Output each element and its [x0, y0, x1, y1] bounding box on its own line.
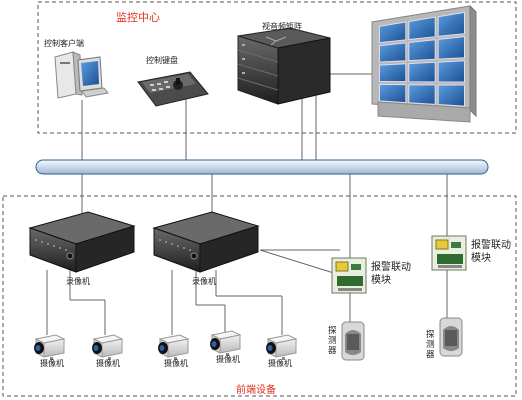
detector-2-icon — [439, 317, 463, 357]
video-wall-screen — [379, 84, 407, 104]
detector-1-label: 探测器 — [328, 326, 337, 356]
frontend-border — [2, 195, 517, 397]
camera-4-icon — [210, 330, 242, 356]
camera-3-icon — [158, 334, 190, 360]
video-wall-screen — [379, 42, 407, 63]
recorder-1-icon — [28, 211, 136, 273]
alarm-module-1-label: 报警联动模块 — [371, 262, 411, 286]
av-matrix-icon — [237, 27, 331, 105]
network-bus — [35, 159, 489, 175]
alarm-module-2-icon — [431, 235, 467, 271]
camera-label-4: 摄像机 — [216, 355, 240, 364]
control-client-pc-icon — [54, 51, 109, 99]
video-wall-screen — [437, 60, 465, 83]
video-wall-screen — [379, 63, 407, 83]
video-wall-screen — [379, 21, 407, 44]
monitoring-center-border — [37, 1, 517, 134]
av-matrix-label: 视音频矩阵 — [262, 22, 302, 31]
video-wall-screen — [408, 61, 436, 83]
alarm-module-1-icon — [331, 257, 367, 294]
video-wall-screen — [437, 11, 465, 37]
recorder-1-label: 录像机 — [66, 277, 90, 286]
video-wall-screen — [408, 16, 436, 41]
video-wall-screen — [408, 39, 436, 62]
video-wall-screen — [437, 36, 465, 60]
camera-5-icon — [266, 334, 298, 360]
camera-2-icon — [92, 334, 124, 360]
detector-2-label: 探测器 — [426, 330, 435, 360]
camera-label-3: 摄像机 — [164, 359, 188, 368]
camera-label-5: 摄像机 — [268, 359, 292, 368]
video-wall-screen — [437, 84, 465, 107]
detector-1-icon — [341, 321, 365, 361]
connection-lines — [46, 73, 448, 335]
video-wall-icon — [370, 4, 478, 123]
control-client-label: 控制客户端 — [44, 39, 84, 48]
alarm-module-2-label: 报警联动模块 — [471, 240, 511, 264]
camera-label-1: 摄像机 — [40, 359, 64, 368]
camera-1-icon — [34, 334, 66, 360]
recorder-2-label: 录像机 — [192, 277, 216, 286]
control-keyboard-label: 控制键盘 — [146, 56, 178, 65]
frontend-title: 前端设备 — [236, 385, 276, 396]
recorder-2-icon — [152, 211, 260, 273]
control-keyboard-icon — [137, 71, 209, 107]
video-wall-screen — [408, 84, 436, 105]
camera-label-2: 摄像机 — [96, 359, 120, 368]
monitoring-center-title: 监控中心 — [116, 11, 160, 24]
